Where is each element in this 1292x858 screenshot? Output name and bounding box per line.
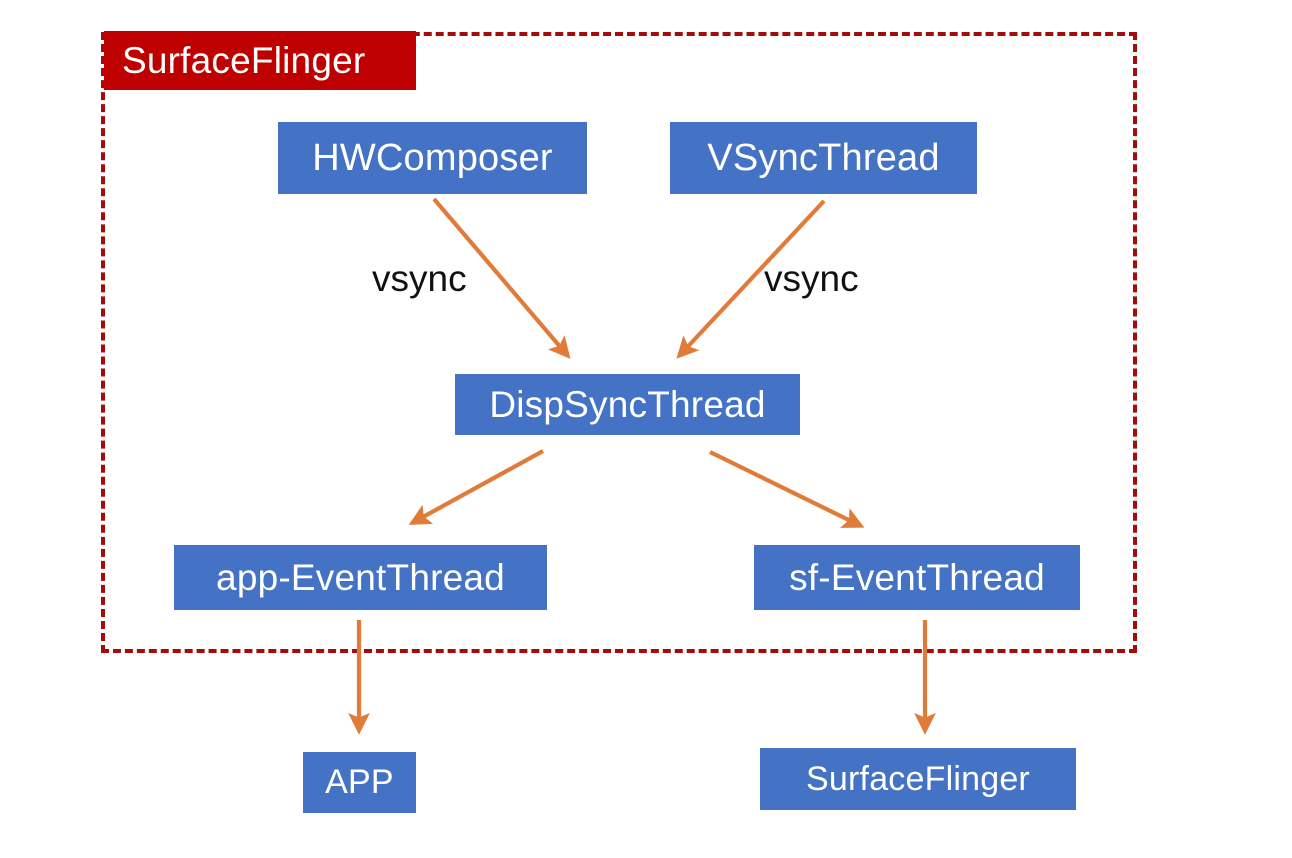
- node-dispsyncthread[interactable]: DispSyncThread: [455, 374, 800, 435]
- node-surfaceflinger[interactable]: SurfaceFlinger: [760, 748, 1076, 810]
- node-vsyncthread[interactable]: VSyncThread: [670, 122, 977, 194]
- group-label-surfaceflinger: SurfaceFlinger: [104, 31, 416, 90]
- node-app[interactable]: APP: [303, 752, 416, 813]
- surfaceflinger-process-boundary: [101, 32, 1137, 653]
- edge-label-vsync-left: vsync: [372, 258, 467, 299]
- node-hwcomposer[interactable]: HWComposer: [278, 122, 587, 194]
- edge-label-vsync-right: vsync: [764, 258, 859, 299]
- node-app-eventthread[interactable]: app-EventThread: [174, 545, 547, 610]
- node-sf-eventthread[interactable]: sf-EventThread: [754, 545, 1080, 610]
